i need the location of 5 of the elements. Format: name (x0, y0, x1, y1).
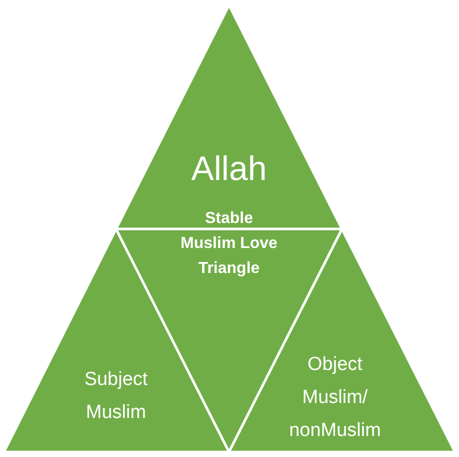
triangle-label: Object Muslim/ nonMuslim (288, 353, 382, 443)
triangle-label: Subject Muslim (83, 368, 149, 425)
triangle-segment (116, 5, 342, 229)
triangle-label: Allah (190, 149, 268, 190)
triangle-label: Stable Muslim Love Triangle (180, 209, 278, 279)
